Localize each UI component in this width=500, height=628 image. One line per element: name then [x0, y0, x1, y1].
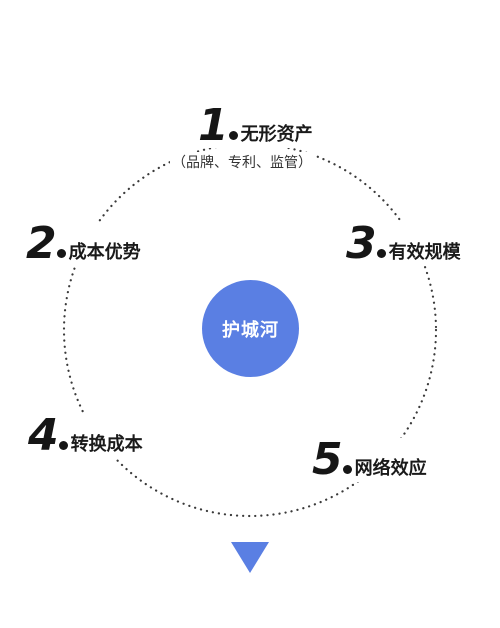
node-1: 1 无形资产 — [194, 104, 317, 148]
node-2-label: 成本优势 — [68, 242, 141, 263]
triangle-down-icon — [231, 542, 269, 573]
node-5: 5 网络效应 — [308, 438, 431, 482]
node-3: 3 有效规模 — [342, 222, 465, 266]
node-4: 4 转换成本 — [24, 414, 147, 458]
node-5-dot-icon — [342, 465, 352, 474]
node-4-label: 转换成本 — [70, 434, 143, 455]
node-1-dot-icon — [228, 131, 238, 140]
node-2-dot-icon — [56, 249, 66, 258]
node-1-number: 1 — [198, 100, 229, 151]
center-label: 护城河 — [222, 319, 279, 341]
node-3-number: 3 — [346, 218, 377, 269]
node-2: 2 成本优势 — [22, 222, 145, 266]
center-circle: 护城河 — [202, 280, 299, 377]
dotted-cycle-ring — [62, 142, 438, 518]
node-1-label: 无形资产 — [240, 124, 313, 145]
node-3-dot-icon — [376, 249, 386, 258]
node-2-number: 2 — [26, 218, 57, 269]
node-5-label: 网络效应 — [354, 458, 427, 479]
node-4-dot-icon — [58, 441, 68, 450]
node-5-number: 5 — [312, 434, 343, 485]
node-4-number: 4 — [28, 410, 59, 461]
node-1-sublabel: （品牌、专利、监管） — [170, 152, 314, 172]
node-3-label: 有效规模 — [388, 242, 461, 263]
